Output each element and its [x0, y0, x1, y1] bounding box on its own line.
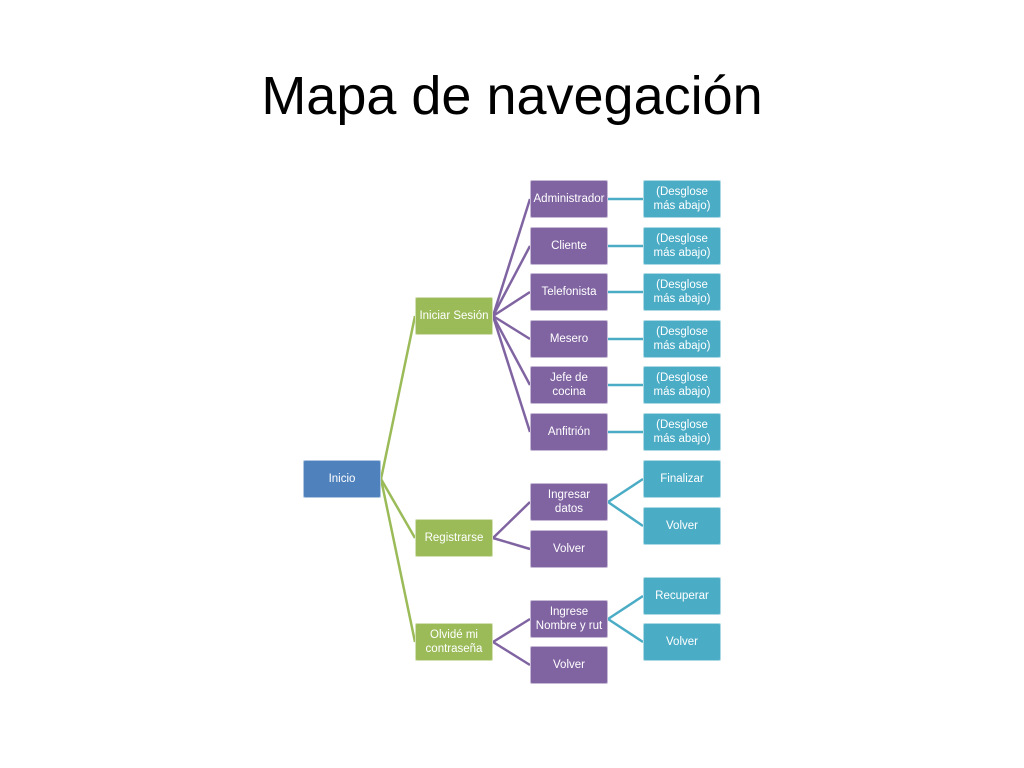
- node-ingrese-nombre-rut: Ingrese Nombre y rut: [530, 600, 608, 638]
- node-anfitrion: Anfitrión: [530, 413, 608, 451]
- connector-inicio-iniciar-sesion: [379, 315, 417, 480]
- node-ingresar-datos: Ingresar datos: [530, 483, 608, 521]
- node-desglose-cliente: (Desglose más abajo): [643, 227, 721, 265]
- node-desglose-anfitrion: (Desglose más abajo): [643, 413, 721, 451]
- node-jefe-de-cocina: Jefe de cocina: [530, 366, 608, 404]
- node-desglose-telefonista: (Desglose más abajo): [643, 273, 721, 311]
- node-telefonista: Telefonista: [530, 273, 608, 311]
- node-ingresar-volver: Volver: [643, 507, 721, 545]
- node-ingrese-volver: Volver: [643, 623, 721, 661]
- node-recuperar: Recuperar: [643, 577, 721, 615]
- connector-login-jefe: [491, 315, 532, 386]
- connector-login-admin: [491, 198, 532, 317]
- connector-login-mesero: [492, 314, 531, 341]
- connector-login-telefonista: [492, 290, 531, 318]
- connector-registrarse-volver: [492, 536, 531, 551]
- node-registrarse: Registrarse: [415, 519, 493, 557]
- node-olvide-volver: Volver: [530, 646, 608, 684]
- node-inicio: Inicio: [303, 460, 381, 498]
- connector-olvide-ingrese: [492, 617, 531, 644]
- node-iniciar-sesion: Iniciar Sesión: [415, 297, 493, 335]
- connector-ingresar-volver: [607, 500, 644, 528]
- connector-login-cliente: [491, 245, 532, 317]
- node-olvide-contrasena: Olvidé mi contraseña: [415, 623, 493, 661]
- connector-ingrese-recuperar: [607, 594, 644, 621]
- page-title: Mapa de navegación: [261, 66, 763, 126]
- connector-registrarse-ingresar: [492, 501, 531, 539]
- connector-inicio-olvide: [379, 478, 417, 643]
- node-desglose-administrador: (Desglose más abajo): [643, 180, 721, 218]
- node-desglose-jefe-de-cocina: (Desglose más abajo): [643, 366, 721, 404]
- connector-inicio-registrarse: [379, 478, 417, 539]
- node-administrador: Administrador: [530, 180, 608, 218]
- connector-ingrese-volver: [607, 617, 644, 644]
- node-finalizar: Finalizar: [643, 460, 721, 498]
- node-desglose-mesero: (Desglose más abajo): [643, 320, 721, 358]
- node-mesero: Mesero: [530, 320, 608, 358]
- connector-login-anfitrion: [491, 315, 532, 433]
- node-cliente: Cliente: [530, 227, 608, 265]
- connector-ingresar-finalizar: [607, 477, 644, 504]
- node-registrarse-volver: Volver: [530, 530, 608, 568]
- connector-olvide-volver: [492, 640, 531, 667]
